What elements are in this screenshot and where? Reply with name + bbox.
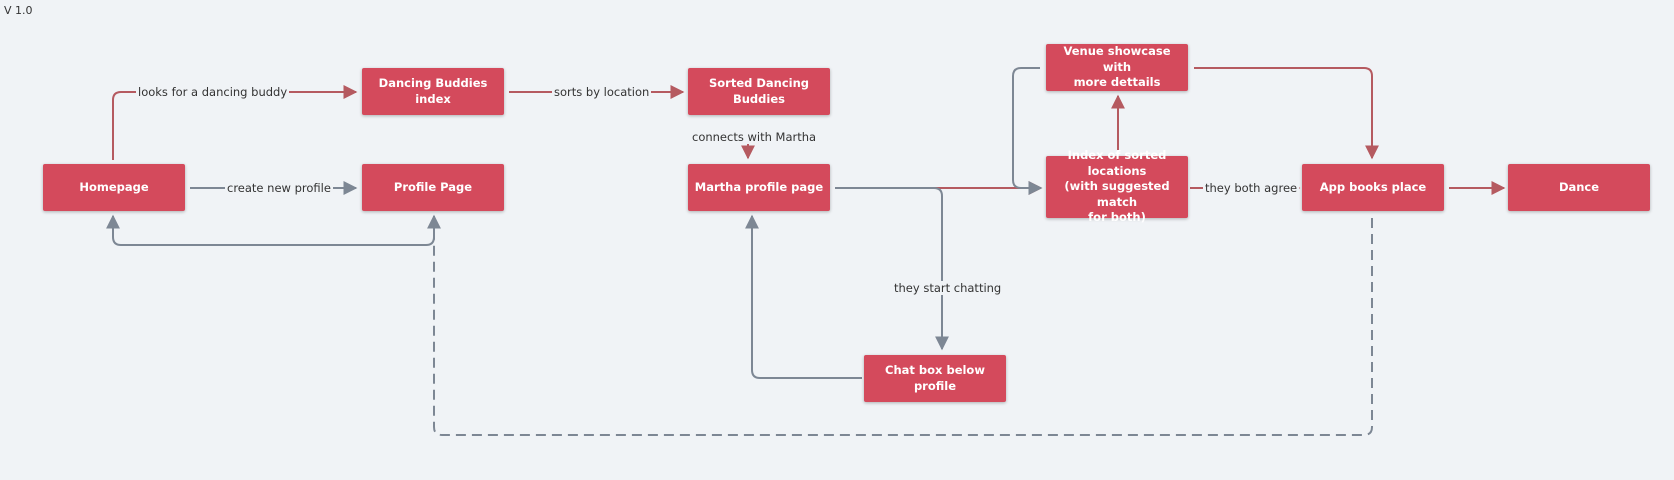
node-chat-box[interactable]: Chat box below profile <box>864 355 1006 402</box>
edge-books-to-profile-dashed <box>427 214 1373 436</box>
edge-chat-to-martha <box>745 214 862 379</box>
edge-label-connects-with-martha: connects with Martha <box>690 130 819 144</box>
edge-label-start-chatting: they start chatting <box>892 281 1004 295</box>
node-venue-showcase[interactable]: Venue showcase with more dettails <box>1046 44 1188 91</box>
edge-martha-to-chat <box>835 187 949 351</box>
node-index-sorted-locations[interactable]: Index of sorted locations (with suggeste… <box>1046 148 1188 224</box>
edge-label-sorts-by-location: sorts by location <box>552 85 652 99</box>
version-label: V 1.0 <box>4 4 33 17</box>
node-dance[interactable]: Dance <box>1508 164 1650 211</box>
node-homepage[interactable]: Homepage <box>43 164 185 211</box>
node-app-books-place[interactable]: App books place <box>1302 164 1444 211</box>
node-profile-page[interactable]: Profile Page <box>362 164 504 211</box>
node-martha-profile-page[interactable]: Martha profile page <box>688 164 830 211</box>
node-dancing-buddies-index[interactable]: Dancing Buddies index <box>362 68 504 115</box>
edge-label-create-profile: create new profile <box>225 181 333 195</box>
node-sorted-dancing-buddies[interactable]: Sorted Dancing Buddies <box>688 68 830 115</box>
edge-label-both-agree: they both agree <box>1203 181 1300 195</box>
edge-venue-to-books <box>1194 67 1379 160</box>
edge-venue-to-locations <box>1012 67 1043 195</box>
edge-profile-to-homepage <box>106 214 435 246</box>
edge-label-looks-for-buddy: looks for a dancing buddy <box>136 85 290 99</box>
edge-homepage-to-buddies-index <box>112 85 358 160</box>
